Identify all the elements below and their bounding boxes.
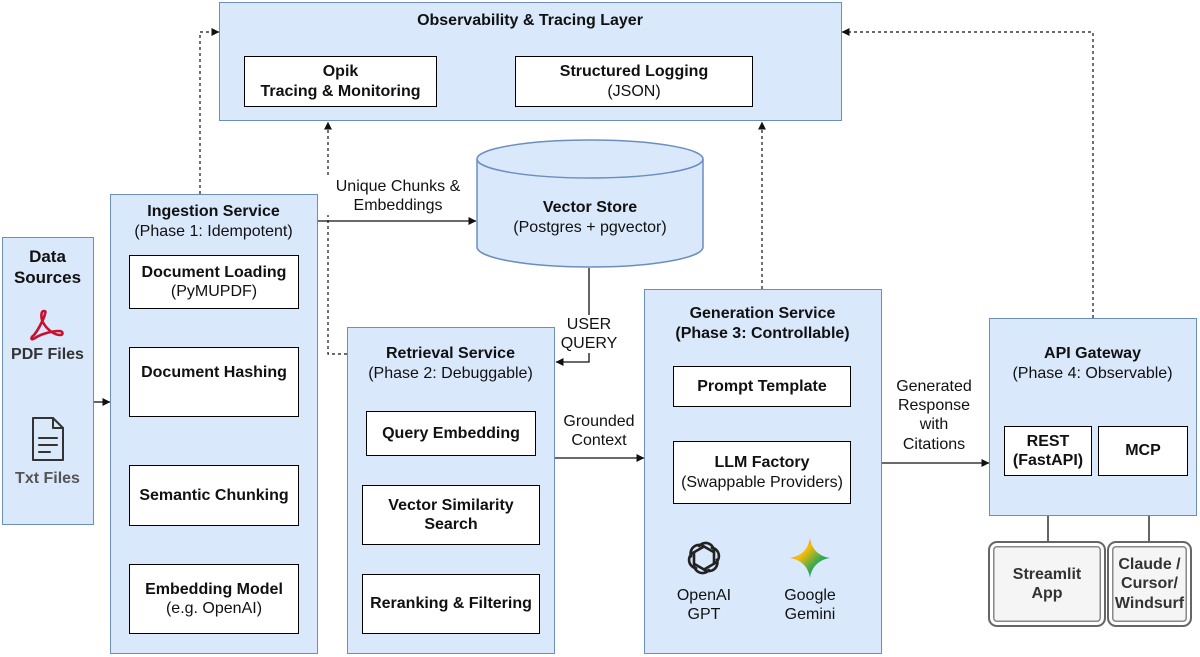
opik-subtitle: Tracing & Monitoring <box>260 82 421 100</box>
vector-store-subtitle: (Postgres + pgvector) <box>513 219 667 236</box>
trace-ingestion <box>199 28 220 194</box>
prompt-template-box: Prompt Template <box>673 366 851 407</box>
structured-logging-box: Structured Logging (JSON) <box>515 56 753 107</box>
openai-gpt-label: OpenAI GPT <box>676 587 732 624</box>
semantic-chunking-box: Semantic Chunking <box>129 465 299 526</box>
google-gemini-label: Google Gemini <box>784 587 836 624</box>
arrow-vector-store-to-retrieval <box>555 268 590 366</box>
user-query-edge-label: USER QUERY <box>556 315 622 354</box>
structured-logging-title: Structured Logging <box>559 63 709 81</box>
retrieval-service-title: Retrieval Service <box>386 345 515 362</box>
generated-response-edge-label: Generated Response with Citations <box>896 378 972 453</box>
reranking-filtering-box: Reranking & Filtering <box>362 574 540 634</box>
opik-box: Opik Tracing & Monitoring <box>244 56 437 107</box>
vector-store-cylinder <box>476 139 704 268</box>
vector-store-label: Vector Store (Postgres + pgvector) <box>475 198 705 238</box>
structured-logging-subtitle: (JSON) <box>607 82 661 100</box>
api-gateway-subtitle: (Phase 4: Observable) <box>1012 365 1173 382</box>
generation-service-subtitle: (Phase 3: Controllable) <box>675 325 850 342</box>
data-sources-panel: Data Sources PDF Files Txt Files <box>2 237 94 525</box>
retrieval-service-heading: Retrieval Service (Phase 2: Debuggable) <box>348 344 553 384</box>
chunks-edge-label: Unique Chunks & Embeddings <box>320 177 476 216</box>
embedding-model-box: Embedding Model (e.g. OpenAI) <box>129 564 299 634</box>
vector-similarity-search-box: Vector Similarity Search <box>362 485 540 545</box>
ingestion-service-title: Ingestion Service <box>147 203 280 220</box>
api-gateway-heading: API Gateway (Phase 4: Observable) <box>990 344 1195 384</box>
text-file-icon <box>32 417 64 461</box>
gemini-logo-icon <box>790 538 830 578</box>
ingestion-service-subtitle: (Phase 1: Idempotent) <box>134 223 293 240</box>
trace-gateway <box>841 28 1094 318</box>
observability-title: Observability & Tracing Layer <box>417 12 643 29</box>
rest-fastapi-box: REST (FastAPI) <box>1004 426 1092 476</box>
opik-title: Opik <box>322 63 359 81</box>
document-hashing-box: Document Hashing <box>129 347 299 417</box>
data-sources-title: Data Sources <box>13 247 82 288</box>
mcp-box: MCP <box>1098 426 1188 476</box>
query-embedding-box: Query Embedding <box>366 411 536 456</box>
claude-cursor-windsurf-client: Claude / Cursor/ Windsurf <box>1107 541 1192 627</box>
trace-retrieval <box>324 121 347 355</box>
grounded-context-edge-label: Grounded Context <box>563 413 635 450</box>
api-gateway-panel: API Gateway (Phase 4: Observable) <box>989 318 1197 516</box>
generation-service-heading: Generation Service (Phase 3: Controllabl… <box>645 304 880 344</box>
generation-service-title: Generation Service <box>689 305 836 322</box>
api-gateway-title: API Gateway <box>1044 345 1141 362</box>
observability-layer: Observability & Tracing Layer Opik Traci… <box>219 2 842 121</box>
pdf-files-label: PDF Files <box>11 346 84 363</box>
openai-logo-icon <box>687 541 721 575</box>
document-loading-box: Document Loading (PyMUPDF) <box>129 255 299 309</box>
pdf-icon <box>30 309 64 341</box>
streamlit-app-client: Streamlit App <box>988 541 1106 627</box>
llm-factory-box: LLM Factory (Swappable Providers) <box>673 441 851 504</box>
ingestion-service-heading: Ingestion Service (Phase 1: Idempotent) <box>111 202 316 242</box>
vector-store-title: Vector Store <box>542 199 638 216</box>
txt-files-label: Txt Files <box>15 470 80 487</box>
retrieval-service-subtitle: (Phase 2: Debuggable) <box>368 365 533 382</box>
